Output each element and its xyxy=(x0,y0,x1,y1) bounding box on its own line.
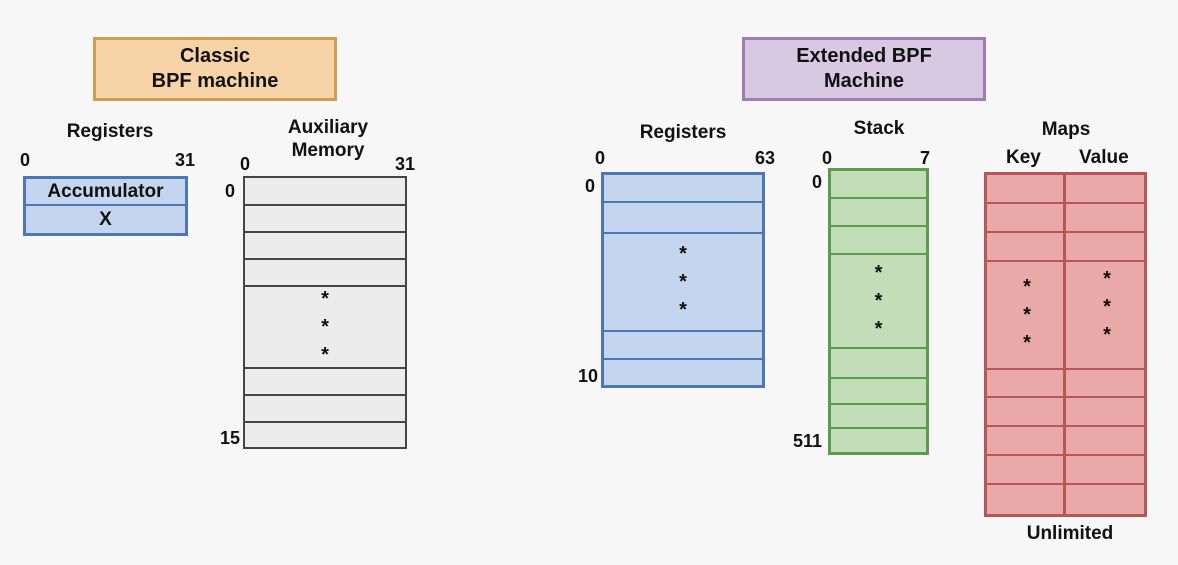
maps-key-label: Key xyxy=(1006,147,1041,168)
ebpf-registers-column: * * * xyxy=(601,172,765,388)
ebpf-register-cell xyxy=(604,360,762,385)
accumulator-register: Accumulator xyxy=(26,179,185,206)
aux-memory-cell xyxy=(245,396,405,423)
aux-memory-label: Auxiliary Memory xyxy=(260,116,396,162)
stack-cell xyxy=(831,379,926,405)
stack-cell xyxy=(831,429,926,452)
stack-cell xyxy=(831,349,926,379)
ellipsis-dot: * xyxy=(874,262,883,284)
aux-memory-bit-low: 0 xyxy=(240,154,251,174)
classic-bpf-title-line1: Classic xyxy=(179,45,251,67)
aux-memory-column: * * * xyxy=(243,176,407,449)
maps-value-label: Value xyxy=(1079,147,1129,168)
aux-memory-ellipsis: * * * xyxy=(245,287,405,369)
aux-memory-cell xyxy=(245,206,405,233)
aux-memory-cell xyxy=(245,260,405,287)
classic-bpf-title: Classic BPF machine xyxy=(93,37,337,101)
stack-ellipsis: * * * xyxy=(831,255,926,349)
ellipsis-dot: * xyxy=(1023,332,1031,354)
stack-cell xyxy=(831,199,926,227)
stack-index-first: 0 xyxy=(811,172,822,192)
stack-cell xyxy=(831,405,926,429)
ellipsis-dot: * xyxy=(321,316,329,338)
stack-index-last: 511 xyxy=(792,431,822,451)
ellipsis-dot: * xyxy=(874,318,883,340)
aux-memory-index-first: 0 xyxy=(224,181,235,201)
ebpf-register-cell xyxy=(604,332,762,360)
aux-memory-bit-high: 31 xyxy=(394,154,415,174)
aux-memory-cell xyxy=(245,178,405,206)
classic-registers-bit-low: 0 xyxy=(20,150,31,170)
aux-memory-index-last: 15 xyxy=(219,428,240,448)
extended-bpf-title-line1: Extended BPF xyxy=(796,45,932,67)
stack-bit-low: 0 xyxy=(822,148,833,168)
ebpf-registers-ellipsis: * * * xyxy=(604,234,762,332)
stack-column: * * * xyxy=(828,168,929,455)
ellipsis-dot: * xyxy=(1023,304,1031,326)
ebpf-registers-index-first: 0 xyxy=(584,176,595,196)
aux-memory-label-line1: Auxiliary xyxy=(287,117,369,138)
aux-memory-label-line2: Memory xyxy=(291,140,365,161)
aux-memory-cell xyxy=(245,233,405,260)
ebpf-registers-bit-low: 0 xyxy=(595,148,606,168)
ellipsis-dot: * xyxy=(1103,296,1111,318)
classic-registers-label: Registers xyxy=(66,121,154,142)
maps-value-ellipsis: * * * xyxy=(1067,254,1147,360)
ebpf-registers-bit-high: 63 xyxy=(754,148,775,168)
classic-registers-box: Accumulator X xyxy=(23,176,188,236)
aux-memory-cell xyxy=(245,369,405,396)
extended-bpf-title: Extended BPF Machine xyxy=(742,37,986,101)
ebpf-registers-index-last: 10 xyxy=(577,366,598,386)
ellipsis-dot: * xyxy=(321,288,329,310)
stack-cell xyxy=(831,227,926,255)
ellipsis-dot: * xyxy=(1103,268,1111,290)
classic-bpf-title-line2: BPF machine xyxy=(151,70,279,92)
ellipsis-dot: * xyxy=(1023,276,1031,298)
aux-memory-cell xyxy=(245,423,405,447)
ellipsis-dot: * xyxy=(679,299,687,321)
maps-footer: Unlimited xyxy=(1026,523,1114,544)
stack-cell xyxy=(831,171,926,199)
extended-bpf-title-line2: Machine xyxy=(823,70,905,92)
ebpf-register-cell xyxy=(604,175,762,203)
x-register: X xyxy=(99,208,112,230)
ellipsis-dot: * xyxy=(679,243,687,265)
maps-key-ellipsis: * * * xyxy=(987,262,1067,368)
maps-label: Maps xyxy=(1041,119,1091,140)
ebpf-register-cell xyxy=(604,203,762,234)
ellipsis-dot: * xyxy=(1103,324,1111,346)
stack-bit-high: 7 xyxy=(920,148,931,168)
ellipsis-dot: * xyxy=(679,271,687,293)
ellipsis-dot: * xyxy=(321,344,329,366)
classic-registers-bit-high: 31 xyxy=(174,150,195,170)
stack-label: Stack xyxy=(853,118,905,139)
ellipsis-dot: * xyxy=(874,290,883,312)
ebpf-registers-label: Registers xyxy=(639,122,727,143)
maps-key-value-divider xyxy=(1063,175,1066,514)
